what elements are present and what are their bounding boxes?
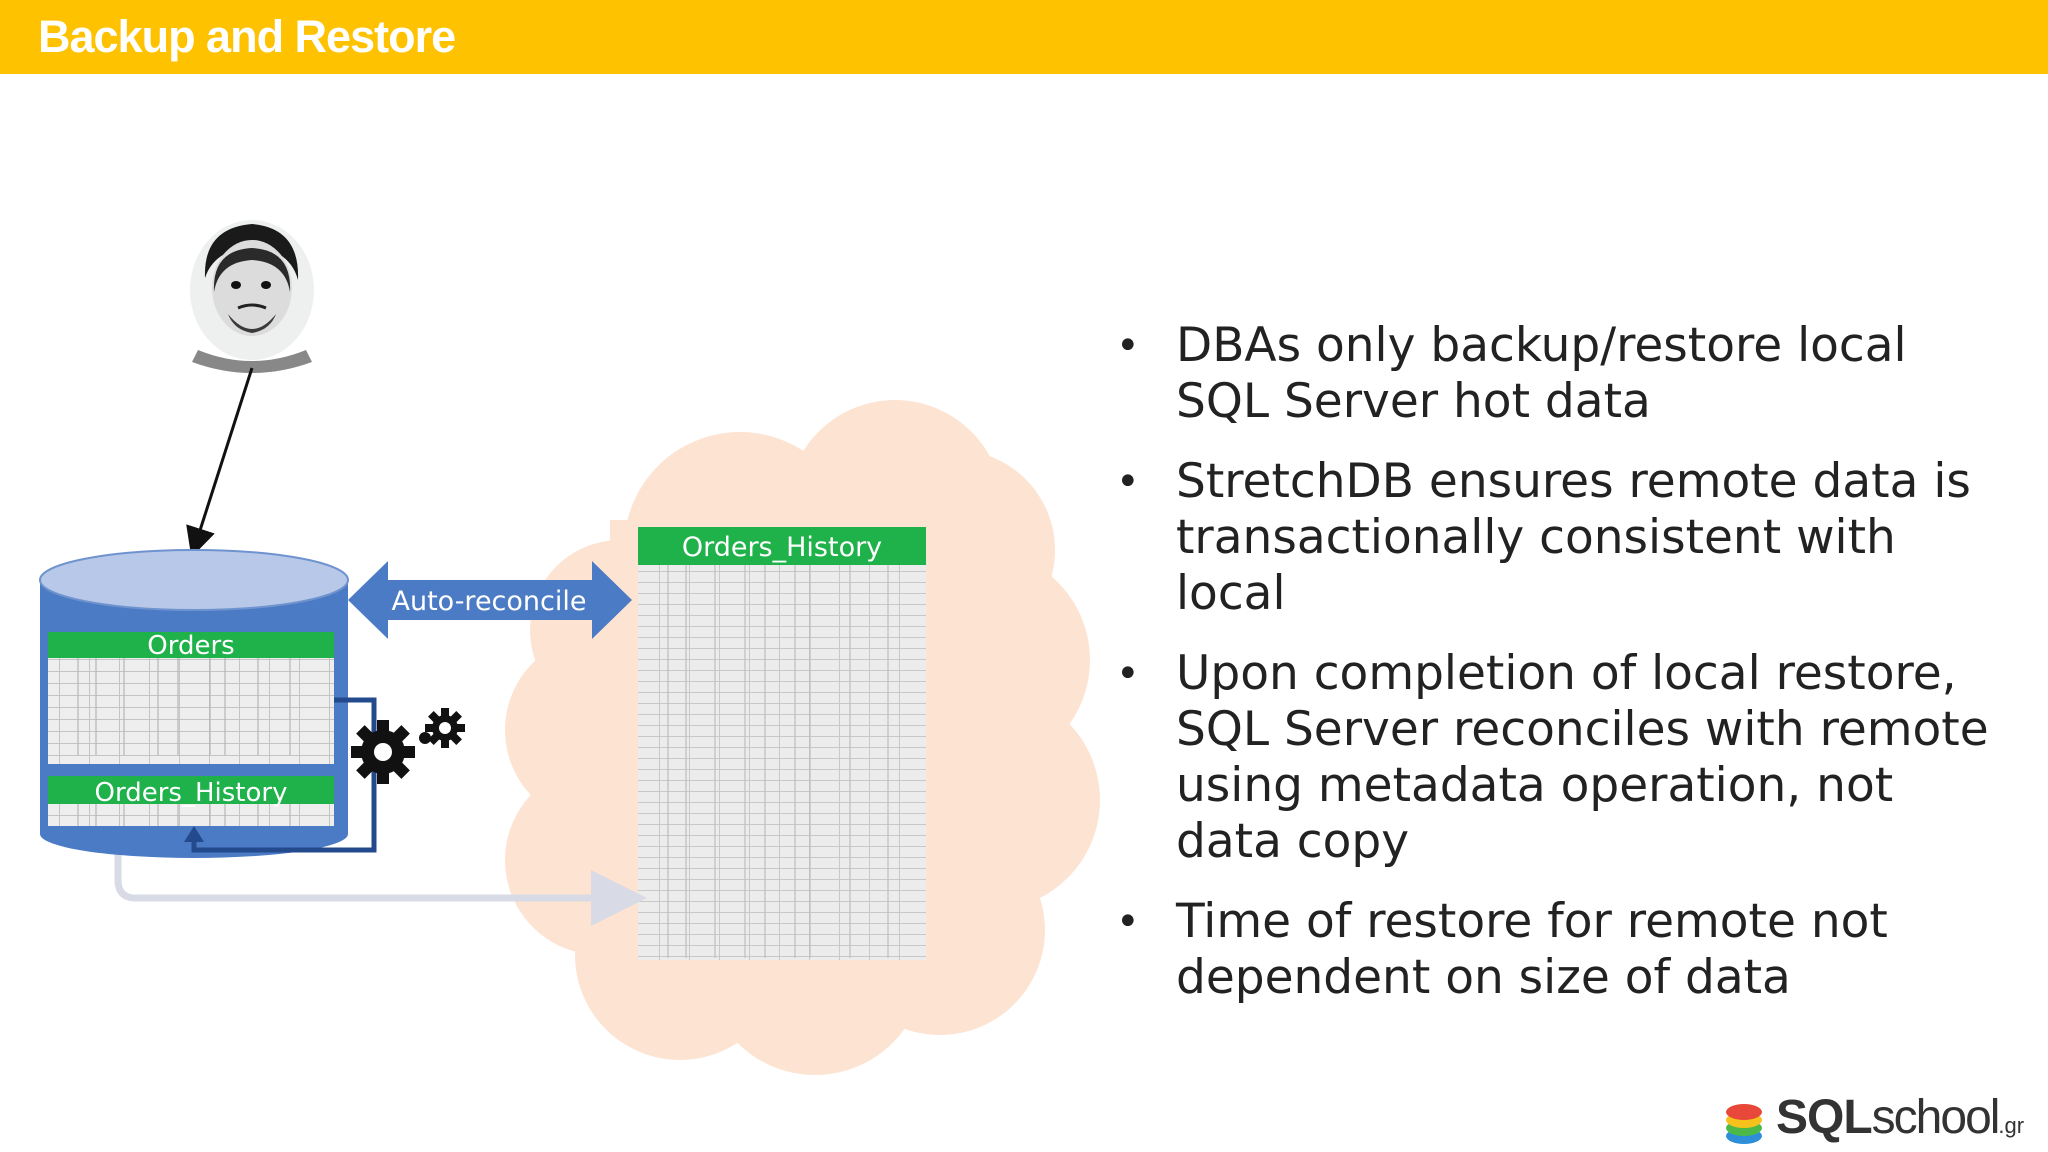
metadata-link-arrow: [114, 826, 647, 926]
title-bar: Backup and Restore: [0, 0, 2048, 74]
bullet-text: DBAs only backup/restore local SQL Serve…: [1176, 318, 1907, 429]
auto-reconcile-label: Auto-reconcile: [392, 586, 587, 617]
sqlschool-logo: SQLschool.gr: [1724, 1092, 2044, 1144]
logo-text: SQLschool.gr: [1776, 1091, 2025, 1144]
bullet-item: •Time of restore for remote not dependen…: [1116, 894, 1888, 1005]
local-orders-table: [48, 632, 334, 764]
backup-arrow: [186, 367, 254, 558]
bullet-item: •DBAs only backup/restore local SQL Serv…: [1116, 318, 1907, 429]
local-orders-label: Orders: [147, 631, 234, 661]
local-history-label: Orders_History: [95, 778, 288, 808]
remote-table-label: Orders_History: [682, 532, 882, 563]
bullet-item: •Upon completion of local restore, SQL S…: [1116, 646, 1989, 869]
reconcile-loop-arrow: [191, 697, 377, 853]
remote-orders-history-table: [638, 527, 926, 960]
auto-reconcile-arrow: [348, 561, 632, 639]
local-orders-history-table: [48, 776, 334, 826]
slide-title: Backup and Restore: [38, 11, 456, 62]
gears-icon: [351, 708, 465, 784]
bullet-item: •StretchDB ensures remote data is transa…: [1116, 454, 1971, 621]
sqlschool-logo-icon: [1726, 1104, 1762, 1144]
bullet-text: Upon completion of local restore, SQL Se…: [1176, 646, 1989, 869]
bullet-text: StretchDB ensures remote data is transac…: [1176, 454, 1971, 621]
person-avatar-icon: [190, 220, 314, 373]
bullet-list: •DBAs only backup/restore local SQL Serv…: [1108, 318, 2008, 1030]
bullet-text: Time of restore for remote not dependent…: [1176, 894, 1888, 1005]
